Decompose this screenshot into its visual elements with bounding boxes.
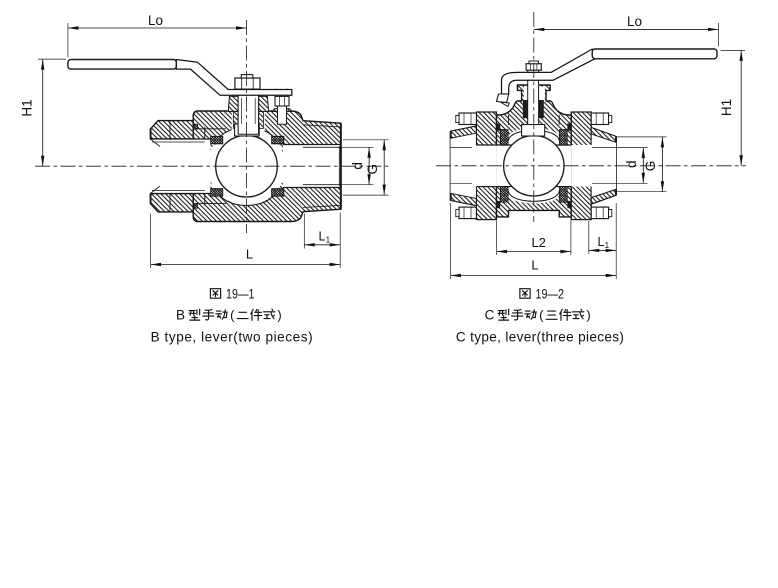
svg-text:C type, lever(three pieces): C type, lever(three pieces): [456, 329, 624, 344]
svg-text:): ): [586, 307, 590, 322]
svg-text:): ): [277, 307, 281, 322]
svg-text:L: L: [531, 258, 538, 273]
svg-text:19—2: 19—2: [536, 286, 565, 302]
svg-text:G: G: [643, 161, 658, 172]
svg-text:G: G: [365, 164, 380, 175]
svg-text:Lo: Lo: [148, 13, 163, 28]
svg-text:L2: L2: [531, 235, 545, 250]
svg-text:Lo: Lo: [627, 14, 642, 29]
svg-text:B: B: [176, 307, 185, 322]
svg-text:H1: H1: [719, 99, 734, 116]
svg-text:19—1: 19—1: [226, 286, 255, 302]
svg-text:B type, lever(two pieces): B type, lever(two pieces): [151, 329, 313, 344]
svg-text:(: (: [539, 307, 544, 322]
svg-text:L1: L1: [319, 230, 331, 245]
svg-text:C: C: [485, 307, 495, 322]
svg-text:L: L: [246, 247, 253, 262]
svg-text:d: d: [350, 162, 365, 170]
svg-text:L1: L1: [598, 235, 610, 250]
svg-text:H1: H1: [20, 99, 35, 116]
svg-text:d: d: [624, 160, 639, 168]
svg-text:(: (: [230, 307, 235, 322]
